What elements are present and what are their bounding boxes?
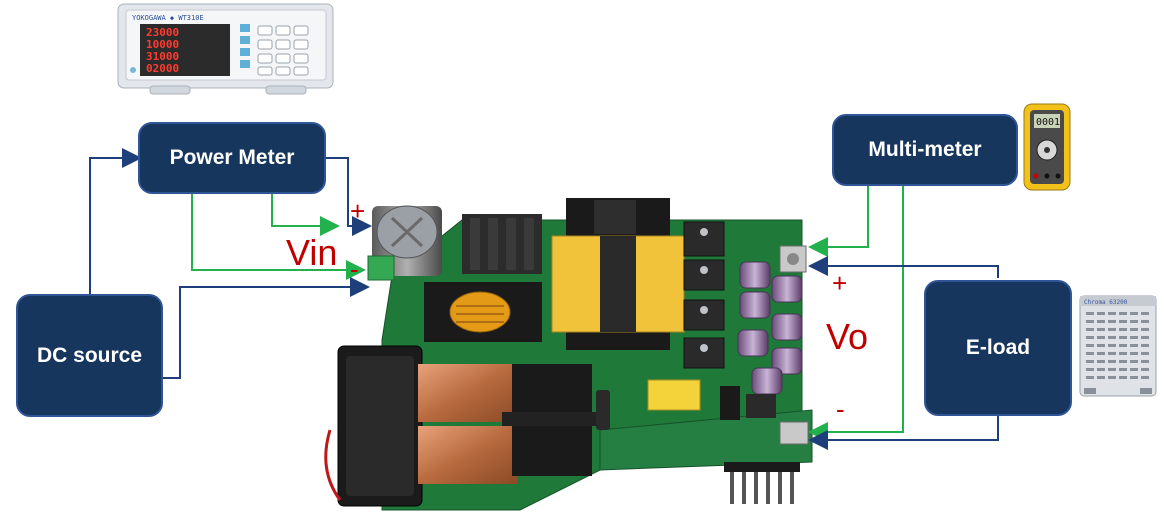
rack-vent — [1108, 352, 1116, 355]
wire-mm-plus — [808, 186, 869, 257]
rack-vent — [1141, 360, 1149, 363]
rack-vent — [1086, 336, 1094, 339]
rack-vent — [1108, 360, 1116, 363]
wire-dc-to-meter — [89, 148, 142, 294]
rack-vent — [1130, 312, 1138, 315]
rack-vent — [1141, 368, 1149, 371]
wire-eload-minus — [808, 416, 999, 450]
rack-vent — [1119, 320, 1127, 323]
wire-dc-return — [162, 277, 370, 379]
rack-vent — [1097, 320, 1105, 323]
rack-vent — [1097, 368, 1105, 371]
rack-vent — [1086, 312, 1094, 315]
rack-vent — [1130, 336, 1138, 339]
rack-vent — [1141, 312, 1149, 315]
rack-vent — [1086, 360, 1094, 363]
rack-vent — [1141, 320, 1149, 323]
multimeter-instrument: 0001 — [1023, 103, 1071, 191]
electronic-load-rack: Chroma 63200 — [1079, 295, 1157, 397]
rack-vent — [1130, 360, 1138, 363]
rack-vent — [1119, 336, 1127, 339]
rack-vent — [1097, 376, 1105, 379]
power-meter-box: Power Meter — [138, 122, 326, 194]
rack-vent — [1108, 344, 1116, 347]
multimeter-readout: 0001 — [1036, 117, 1060, 128]
multimeter-box: Multi-meter — [832, 114, 1018, 186]
meter-readout-2: 31000 — [146, 50, 179, 63]
rack-vent — [1130, 320, 1138, 323]
rack-vent — [1097, 312, 1105, 315]
rack-vent — [1097, 328, 1105, 331]
rack-vent — [1108, 336, 1116, 339]
dc-source-box: DC source — [16, 294, 163, 417]
wire-sense-plus — [271, 192, 340, 236]
rack-vent — [1141, 352, 1149, 355]
rack-vent — [1086, 352, 1094, 355]
rack-vent — [1086, 328, 1094, 331]
rack-vent — [1097, 336, 1105, 339]
wiring — [89, 148, 999, 450]
rack-vent — [1086, 368, 1094, 371]
vo-minus-label: - — [836, 394, 845, 424]
rack-vent — [1130, 328, 1138, 331]
meter-readout-3: 02000 — [146, 62, 179, 75]
svg-text:YOKOGAWA ◆ WT310E: YOKOGAWA ◆ WT310E — [132, 14, 204, 22]
vo-plus-label: + — [832, 268, 848, 298]
rack-vent — [1108, 328, 1116, 331]
rack-vent — [1086, 376, 1094, 379]
rack-vent — [1130, 344, 1138, 347]
svg-text:Chroma 63200: Chroma 63200 — [1084, 299, 1128, 306]
rack-vent — [1130, 352, 1138, 355]
vin-minus-label: - — [350, 254, 359, 284]
rack-vent — [1108, 368, 1116, 371]
rack-vent — [1141, 336, 1149, 339]
meter-readout-0: 23000 — [146, 26, 179, 39]
wire-meter-to-vin-plus — [326, 157, 372, 236]
power-supply-board — [324, 198, 813, 511]
rack-vent — [1141, 376, 1149, 379]
eload-box: E-load — [924, 280, 1072, 416]
vo-label: Vo — [826, 316, 869, 357]
rack-vent — [1108, 376, 1116, 379]
wire-eload-plus — [808, 256, 999, 278]
rack-vent — [1119, 376, 1127, 379]
wire-mm-minus — [808, 186, 904, 442]
rack-vent — [1141, 328, 1149, 331]
rack-vent — [1119, 360, 1127, 363]
vin-label: Vin — [286, 232, 338, 273]
wire-sense-minus — [191, 192, 366, 280]
rack-vent — [1119, 368, 1127, 371]
rack-vent — [1097, 352, 1105, 355]
rack-vent — [1097, 344, 1105, 347]
rack-vent — [1086, 344, 1094, 347]
rack-vent — [1108, 320, 1116, 323]
vin-plus-label: + — [350, 196, 366, 226]
rack-vent — [1086, 320, 1094, 323]
rack-vent — [1119, 312, 1127, 315]
rack-vent — [1130, 376, 1138, 379]
rack-vent — [1108, 312, 1116, 315]
rack-vent — [1119, 352, 1127, 355]
rack-vent — [1119, 328, 1127, 331]
rack-vent — [1141, 344, 1149, 347]
rack-vent — [1119, 344, 1127, 347]
rack-vent — [1130, 368, 1138, 371]
meter-readout-1: 10000 — [146, 38, 179, 51]
rack-vent — [1097, 360, 1105, 363]
